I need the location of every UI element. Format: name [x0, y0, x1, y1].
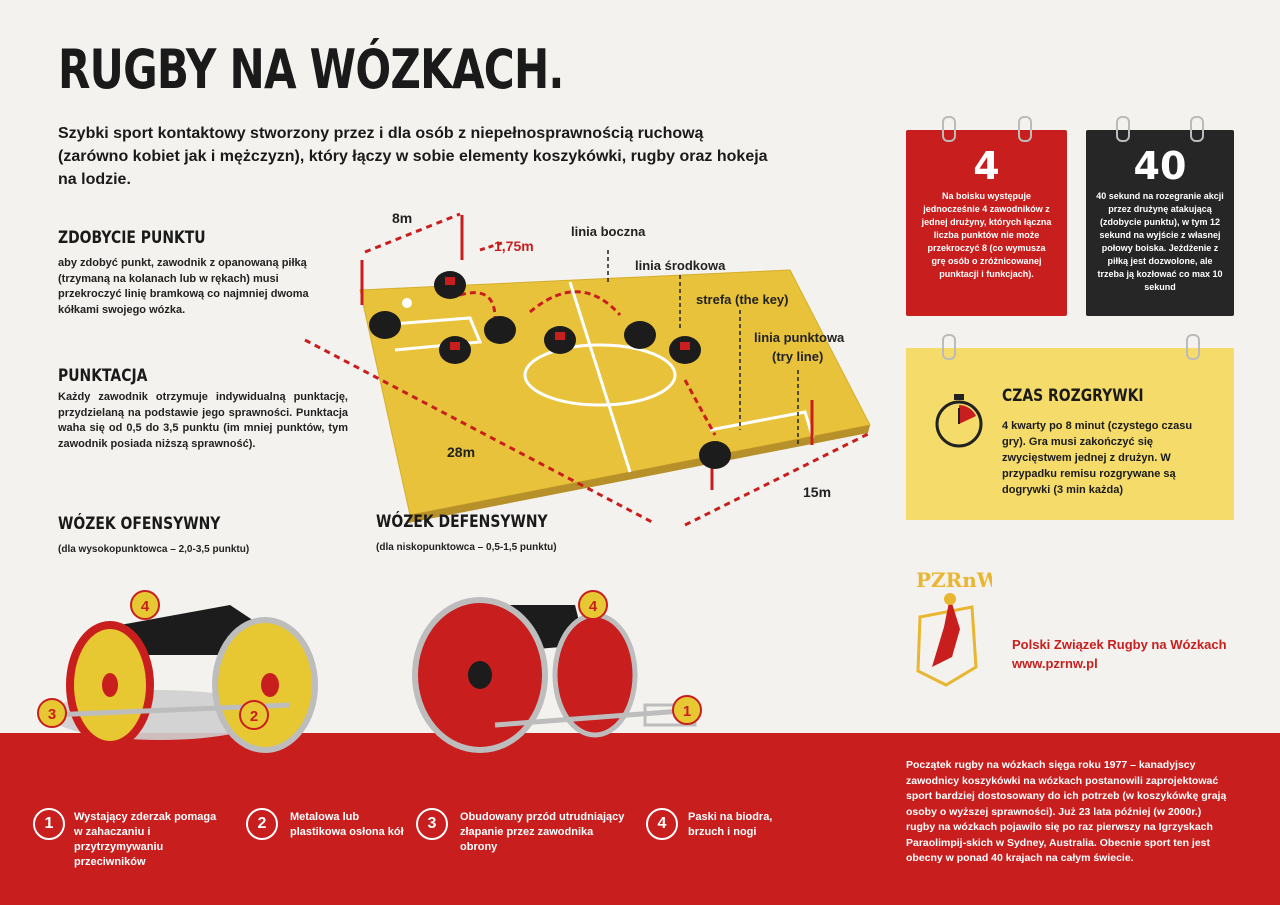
defensive-heading: WÓZEK DEFENSYWNY — [376, 512, 548, 532]
tryline-sub-label: (try line) — [772, 349, 824, 364]
binder-ring — [1018, 116, 1032, 142]
seconds-text: 40 sekund na rozegranie akcji przez druż… — [1096, 191, 1224, 292]
legend-num: 3 — [416, 808, 448, 840]
players-number: 4 — [973, 144, 1000, 188]
dim-175m-line — [479, 240, 506, 252]
dim-8m-label: 8m — [392, 210, 413, 226]
ball — [402, 298, 412, 308]
legend-text: Metalowa lub plastikowa osłona kół — [290, 811, 404, 838]
center-circle — [523, 343, 677, 407]
intro-text: Szybki sport kontaktowy stworzony przez … — [58, 125, 768, 188]
legend-text: Wystający zderzak pomaga w zahaczaniu i … — [74, 811, 217, 868]
logo-lettering: PZRnW — [916, 568, 992, 592]
game-time-text: 4 kwarty po 8 minut (czystego czasu gry)… — [1002, 420, 1193, 496]
play-arrow — [529, 290, 622, 316]
defensive-sub: (dla niskopunktowca – 0,5-1,5 punktu) — [376, 542, 557, 553]
marker: 1 — [683, 703, 691, 720]
legend-num: 2 — [246, 808, 278, 840]
pzrnw-logo: PZRnW — [916, 568, 992, 687]
marker: 2 — [250, 708, 258, 725]
binder-ring — [1186, 334, 1200, 360]
players — [369, 271, 731, 469]
binder-ring — [1190, 116, 1204, 142]
scoring-text: aby zdobyć punkt, zawodnik z opanowaną p… — [58, 257, 309, 316]
center-line — [568, 281, 632, 473]
dim-28m-label: 28m — [447, 444, 476, 460]
court-edge — [408, 425, 870, 523]
midline-label: linia środkowa — [635, 258, 726, 273]
marker: 3 — [48, 706, 56, 723]
dim-15m-line — [684, 430, 873, 527]
play-arrow — [459, 291, 497, 319]
key-label: strefa (the key) — [696, 292, 789, 307]
marker: 4 — [589, 598, 598, 615]
left-key — [379, 316, 483, 352]
org-url[interactable]: www.pzrnw.pl — [1012, 656, 1098, 671]
play-arrow — [683, 379, 717, 436]
legend-text: Paski na biodra, brzuch i nogi — [688, 811, 773, 838]
org-name: Polski Związek Rugby na Wózkach — [1012, 637, 1227, 652]
dim-8m-line — [364, 212, 461, 254]
sideline-label: linia boczna — [571, 224, 646, 239]
scoring-heading: ZDOBYCIE PUNKTU — [58, 228, 206, 248]
classification-heading: PUNKTACJA — [58, 366, 148, 386]
seconds-card: 40 40 sekund na rozegranie akcji przez d… — [1086, 116, 1234, 316]
binder-ring — [942, 334, 956, 360]
binder-ring — [1116, 116, 1130, 142]
players-card: 4 Na boisku występuje jednocześnie 4 zaw… — [906, 116, 1067, 316]
defensive-wheelchair: 4 1 — [412, 590, 702, 753]
right-key — [709, 410, 815, 439]
history-text: Początek rugby na wózkach sięga roku 197… — [906, 759, 1227, 864]
dim-175m-label: 1,75m — [494, 238, 534, 254]
game-time-card: CZAS ROZGRYWKI 4 kwarty po 8 minut (czys… — [906, 334, 1234, 520]
stopwatch-icon — [935, 394, 983, 448]
game-time-heading: CZAS ROZGRYWKI — [1002, 386, 1144, 406]
binder-ring — [942, 116, 956, 142]
page-title: RUGBY NA WÓZKACH. — [58, 38, 564, 101]
legend-num: 1 — [33, 808, 65, 840]
marker: 4 — [141, 598, 150, 615]
offensive-sub: (dla wysokopunktowca – 2,0-3,5 punktu) — [58, 544, 250, 555]
court-illustration — [304, 212, 873, 527]
seconds-number: 40 — [1133, 144, 1187, 188]
offensive-heading: WÓZEK OFENSYWNY — [58, 514, 221, 534]
offensive-wheelchair: 4 3 2 — [37, 590, 318, 753]
legend-num: 4 — [646, 808, 678, 840]
bottom-band — [0, 733, 1280, 905]
dim-15m-label: 15m — [803, 484, 832, 500]
tryline-label: linia punktowa — [754, 330, 845, 345]
players-text: Na boisku występuje jednocześnie 4 zawod… — [921, 191, 1052, 279]
legend-text: Obudowany przód utrudniający złapanie pr… — [460, 811, 625, 853]
classification-text: Każdy zawodnik otrzymuje indywidualną pu… — [58, 391, 348, 450]
